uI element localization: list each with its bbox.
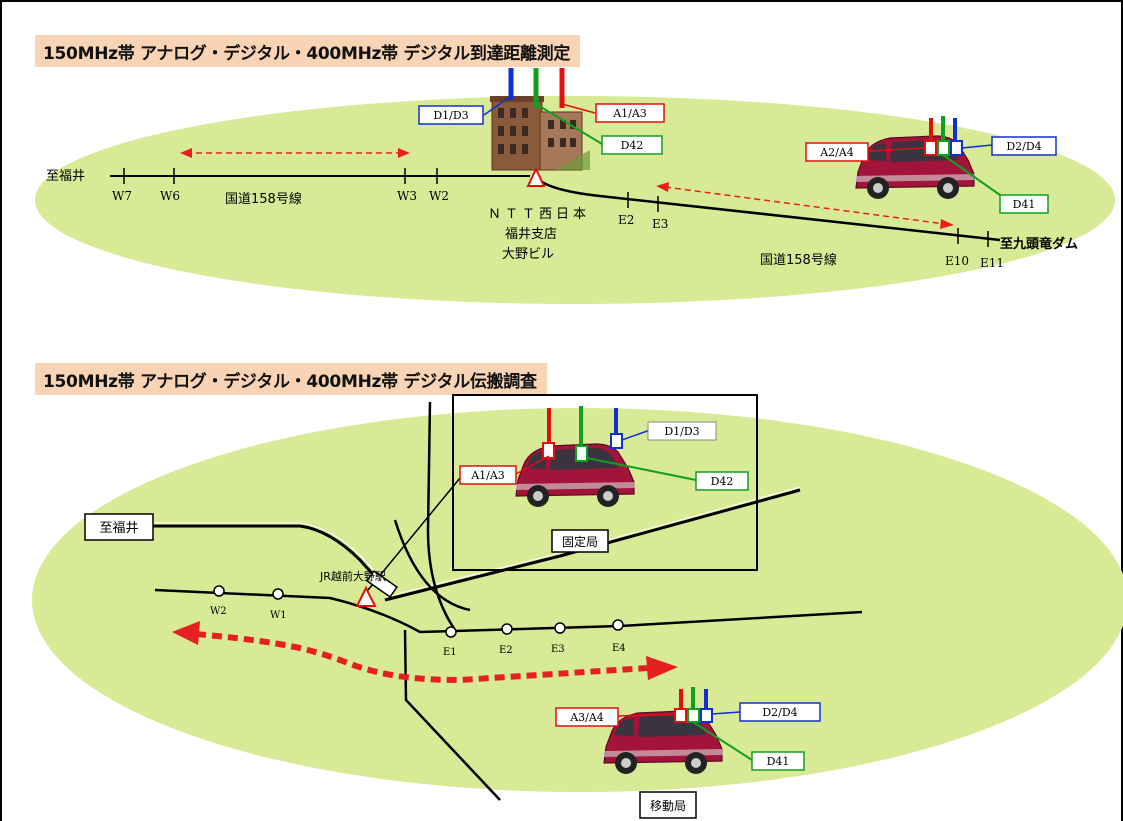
ntt-triangle-marker [526,166,546,187]
point-e3: E3 [652,217,668,231]
label-d2-d4-mobile: D2/D4 [762,706,797,719]
rail-lines [150,477,801,602]
fixed-station-box [452,394,758,571]
label-a3-a4-mobile: A3/A4 [569,711,604,724]
section2-title: 150MHz帯 アナログ・デジタル・400MHz帯 デジタル伝搬調査 [35,363,547,395]
ntt-name-line2: 福井支店 [505,227,557,242]
label-a2-a4-car1: A2/A4 [819,146,854,159]
label-d41-mobile: D41 [767,755,790,768]
label-to-fukui-1: 至福井 [46,169,85,184]
label-to-fukui-2: 至福井 [99,521,138,536]
label-a1-a3-building: A1/A3 [612,107,647,120]
point-w6: W6 [160,189,180,203]
point-w2: W2 [429,189,449,203]
label-mobile-station: 移動局 [650,799,686,813]
label-fixed-station: 固定局 [562,534,598,549]
station-name: JR越前大野駅 [319,569,386,583]
point-w3: W3 [397,189,417,203]
road-name-west: 国道158号線 [225,191,302,207]
point-e2: E2 [618,213,634,227]
label-a1-a3-fixed: A1/A3 [470,469,505,482]
point-w7: W7 [112,189,132,203]
point2-e2: E2 [499,645,513,656]
label-d2-d4-car1: D2/D4 [1006,140,1041,153]
ntt-building-image [490,96,590,171]
range-arrow-west [180,148,410,158]
label-d42-building: D42 [621,139,644,152]
point2-w2: W2 [210,606,227,617]
range-arrow-east [656,182,954,229]
mobile-car-antennas [617,687,753,761]
survey-route-arrow [172,621,678,684]
fixed-car-antennas [515,406,697,481]
point-e11: E11 [980,256,1004,270]
point-e10: E10 [945,254,969,268]
ntt-name-line1: ＮＴＴ西日本 [488,207,590,222]
label-d1-d3-fixed: D1/D3 [664,425,699,438]
point2-e3: E3 [551,644,565,655]
section1-title: 150MHz帯 アナログ・デジタル・400MHz帯 デジタル到達距離測定 [35,35,581,67]
point2-e1: E1 [443,647,457,658]
building-antennas [483,68,603,145]
section2-field [32,408,1123,792]
label-to-dam: 至九頭竜ダム [1000,236,1078,252]
label-d41-car1: D41 [1013,198,1036,211]
jr-station [355,570,398,607]
point2-e4: E4 [612,643,626,654]
road-name-east: 国道158号線 [760,252,837,268]
point2-w1: W1 [270,610,287,621]
survey-points [213,585,624,638]
ntt-name-line3: 大野ビル [502,247,554,262]
roads [154,401,863,801]
label-d1-d3-building: D1/D3 [433,109,468,122]
car1-antennas [869,116,1001,196]
label-d42-fixed: D42 [711,475,734,488]
